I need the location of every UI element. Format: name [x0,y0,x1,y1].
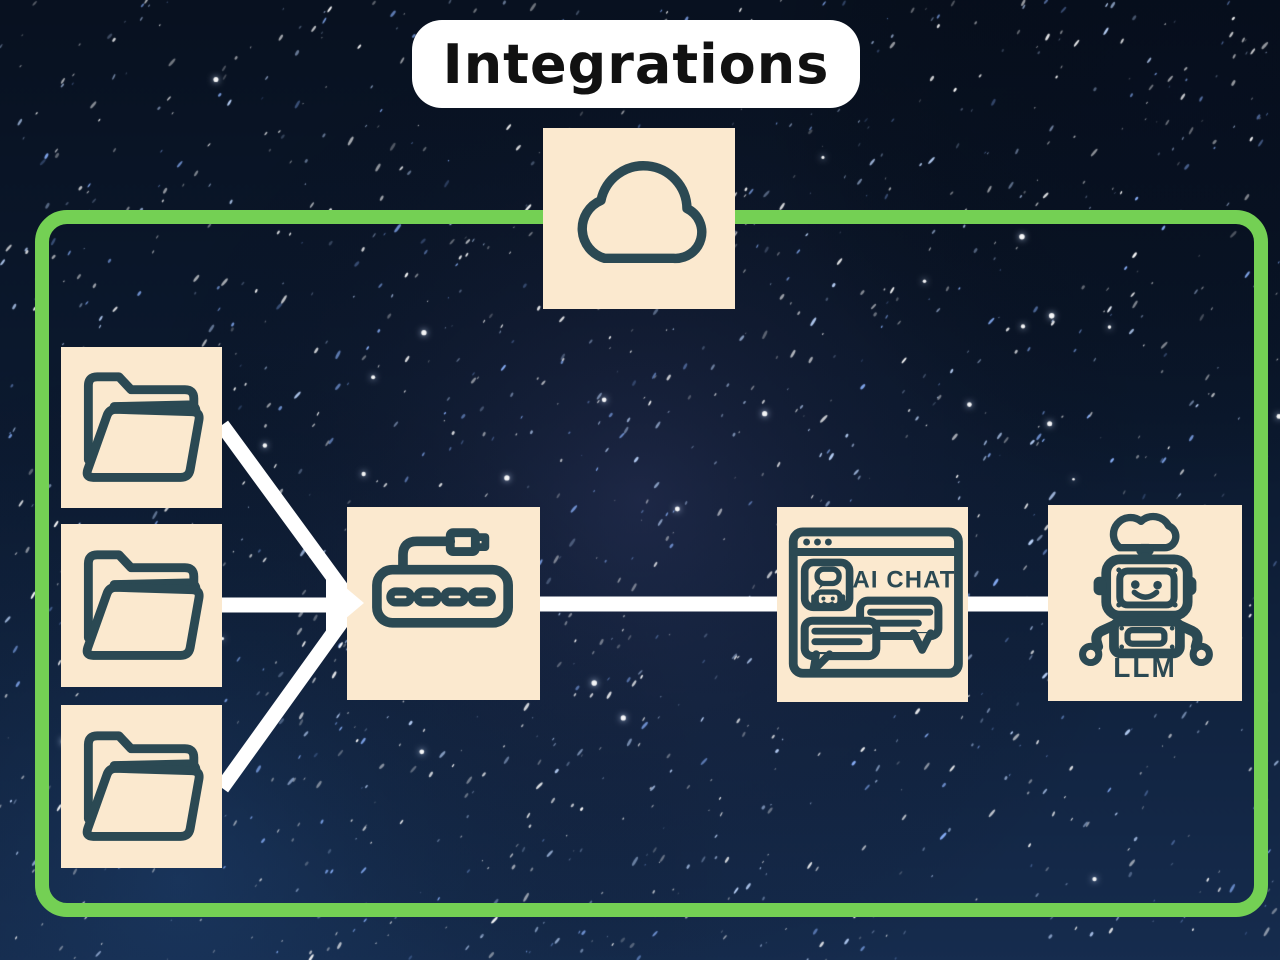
folder-node-1 [61,347,222,508]
ai-chat-label: AI CHAT [853,566,956,593]
robot-icon [1079,512,1213,667]
usb-hub-icon [372,528,513,628]
page-title: Integrations [442,32,830,96]
folder-node-2 [61,524,222,687]
folder-icon [82,372,204,482]
cloud-icon [577,161,707,264]
integration-boundary-frame [35,210,1268,917]
llm-label: LLM [1113,652,1177,683]
title-banner: Integrations [412,20,860,108]
folder-node-3 [61,705,222,868]
ai-chat-window-icon: AI CHAT [788,527,963,678]
usb-hub-node [347,507,540,700]
folder-icon [82,731,204,841]
llm-node: LLM [1048,505,1242,701]
folder-icon [82,550,204,660]
cloud-node [543,128,735,309]
ai-chat-node: AI CHAT [777,507,968,702]
